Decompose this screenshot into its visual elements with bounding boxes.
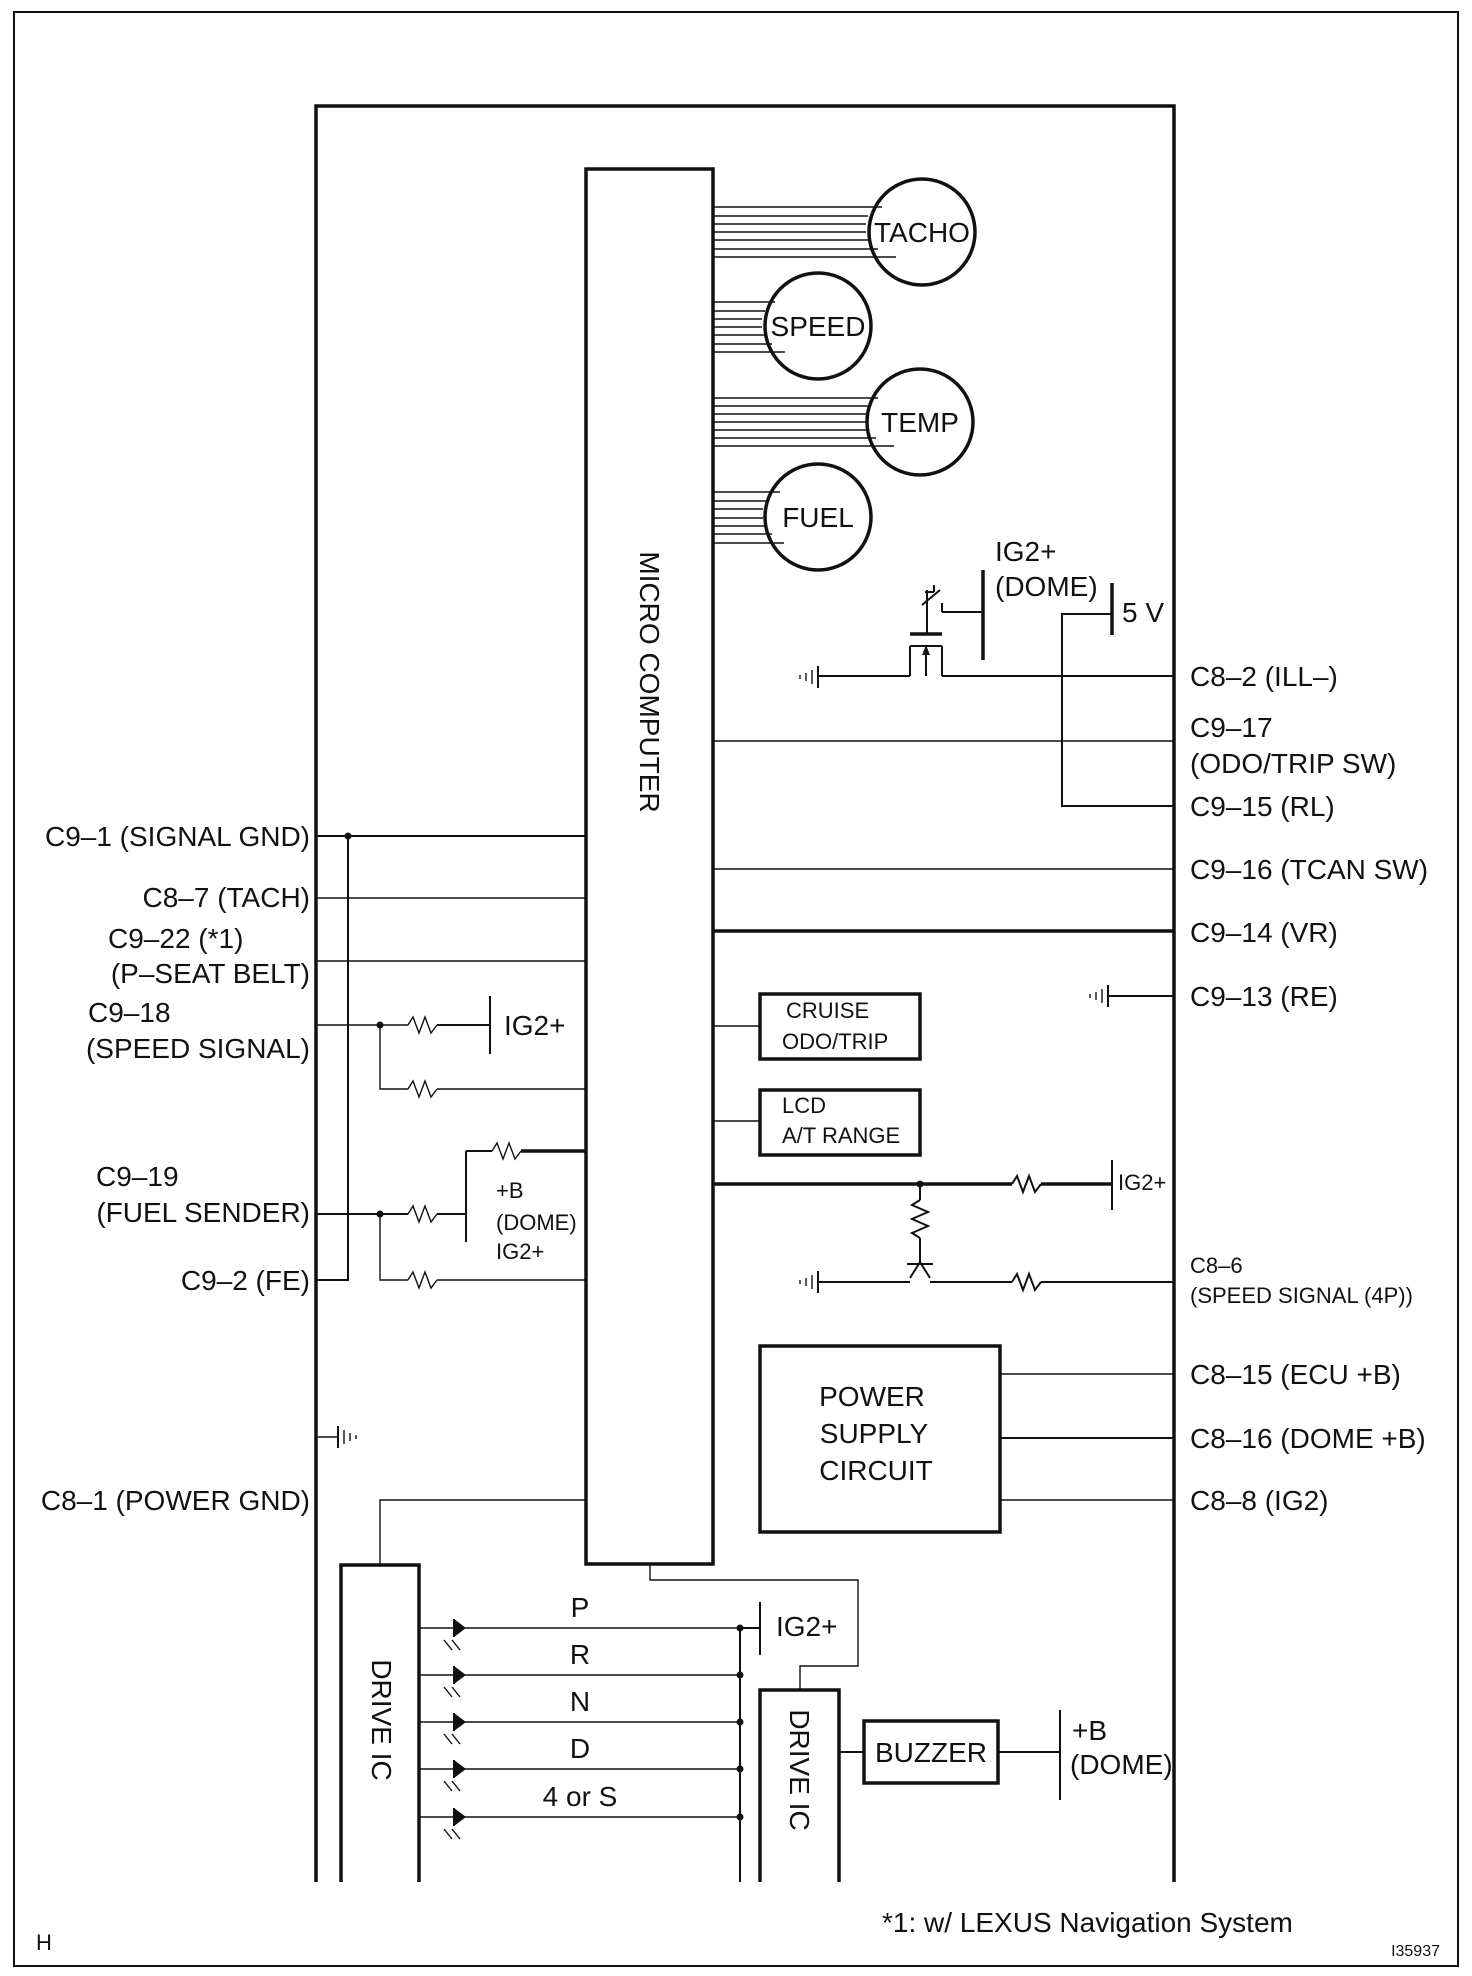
re-ground — [1089, 985, 1174, 1007]
b-dome-label-1: +B — [496, 1178, 524, 1203]
pin-odo-1: C9–17 — [1190, 712, 1273, 743]
ig2-speed-label: IG2+ — [504, 1010, 565, 1041]
pin-ill: C8–2 (ILL–) — [1190, 661, 1338, 692]
fuel-gauge — [763, 462, 873, 572]
fuel-label: FUEL — [782, 502, 854, 533]
led-4-or-s — [443, 1808, 466, 1840]
shift-label-d: D — [570, 1733, 590, 1764]
drive-ic-right — [758, 1688, 841, 1882]
pin-seat-belt-2: (P–SEAT BELT) — [111, 958, 310, 989]
pin-vr: C9–14 (VR) — [1190, 917, 1338, 948]
odo-trip-block-label: ODO/TRIP — [782, 1029, 888, 1054]
temp-gauge — [865, 367, 975, 477]
power-label-2: SUPPLY — [820, 1418, 929, 1449]
tacho-gauge — [867, 177, 977, 287]
pin-ig2: C8–8 (IG2) — [1190, 1485, 1329, 1516]
pin-re: C9–13 (RE) — [1190, 981, 1338, 1012]
pin-speed4p-1: C8–6 — [1190, 1253, 1243, 1278]
cruise-label: CRUISE — [786, 998, 869, 1023]
led-d — [443, 1760, 466, 1792]
pin-rl: C9–15 (RL) — [1190, 791, 1335, 822]
lcd-block — [758, 1088, 922, 1157]
illumination-circuit — [799, 570, 1174, 807]
shift-label-r: R — [570, 1639, 590, 1670]
pin-power-gnd: C8–1 (POWER GND) — [41, 1485, 310, 1516]
pin-ecu-b: C8–15 (ECU +B) — [1190, 1359, 1401, 1390]
power-label-1: POWER — [819, 1381, 925, 1412]
pin-speed4p-2: (SPEED SIGNAL (4P)) — [1190, 1283, 1413, 1308]
temp-label: TEMP — [881, 407, 959, 438]
ig2-dome-label-1: IG2+ — [995, 536, 1056, 567]
ig2-fuel-label: IG2+ — [496, 1239, 544, 1264]
ig2-shift-label: IG2+ — [776, 1611, 837, 1642]
footnote: *1: w/ LEXUS Navigation System — [882, 1907, 1293, 1938]
five-volt-label: 5 V — [1122, 597, 1164, 628]
meter-housing — [314, 104, 1176, 1882]
pin-speed-signal-1: C9–18 — [88, 997, 171, 1028]
lcd-label: LCD — [782, 1093, 826, 1118]
shift-indicator-leds — [419, 1602, 761, 1882]
ig2-dome-label-2: (DOME) — [995, 571, 1098, 602]
pin-tach: C8–7 (TACH) — [142, 882, 310, 913]
figure-id: I35937 — [1391, 1943, 1440, 1960]
buzzer-dome-label: (DOME) — [1070, 1749, 1173, 1780]
left-wiring — [316, 832, 586, 1565]
buzzer-label: BUZZER — [875, 1737, 987, 1768]
speed-label: SPEED — [771, 311, 866, 342]
pin-odo-2: (ODO/TRIP SW) — [1190, 748, 1396, 779]
drive-ic-right-label: DRIVE IC — [784, 1709, 815, 1830]
micro-to-drive-ic-wire — [649, 1564, 859, 1690]
micro-computer-label: MICRO COMPUTER — [634, 551, 665, 812]
led-n — [443, 1713, 466, 1745]
tacho-label: TACHO — [874, 217, 970, 248]
pin-dome-b: C8–16 (DOME +B) — [1190, 1423, 1426, 1454]
speed-4p-circuit — [713, 1160, 1174, 1293]
pin-fuel-sender-1: C9–19 — [96, 1161, 179, 1192]
gauge-wires — [713, 206, 896, 544]
shift-label-4-or-s: 4 or S — [543, 1781, 618, 1812]
shift-label-p: P — [571, 1592, 590, 1623]
buzzer-b-label: +B — [1072, 1715, 1107, 1746]
pin-speed-signal-2: (SPEED SIGNAL) — [86, 1033, 310, 1064]
b-dome-label-2: (DOME) — [496, 1210, 577, 1235]
speed-gauge — [763, 271, 873, 381]
pin-fe: C9–2 (FE) — [181, 1265, 310, 1296]
outer-frame — [13, 11, 1459, 1967]
pin-tcan: C9–16 (TCAN SW) — [1190, 854, 1428, 885]
pin-signal-gnd: C9–1 (SIGNAL GND) — [45, 821, 310, 852]
led-p — [443, 1619, 466, 1651]
corner-letter: H — [36, 1930, 52, 1955]
drive-ic-left — [339, 1563, 421, 1882]
pin-seat-belt-1: C9–22 (*1) — [108, 923, 243, 954]
pin-fuel-sender-2: (FUEL SENDER) — [96, 1197, 310, 1228]
ig2-right-label: IG2+ — [1118, 1170, 1166, 1195]
shift-label-n: N — [570, 1686, 590, 1717]
micro-computer-block — [584, 167, 715, 1566]
led-r — [443, 1666, 466, 1698]
at-range-label: A/T RANGE — [782, 1123, 900, 1148]
power-label-3: CIRCUIT — [819, 1455, 933, 1486]
drive-ic-left-label: DRIVE IC — [366, 1659, 397, 1780]
